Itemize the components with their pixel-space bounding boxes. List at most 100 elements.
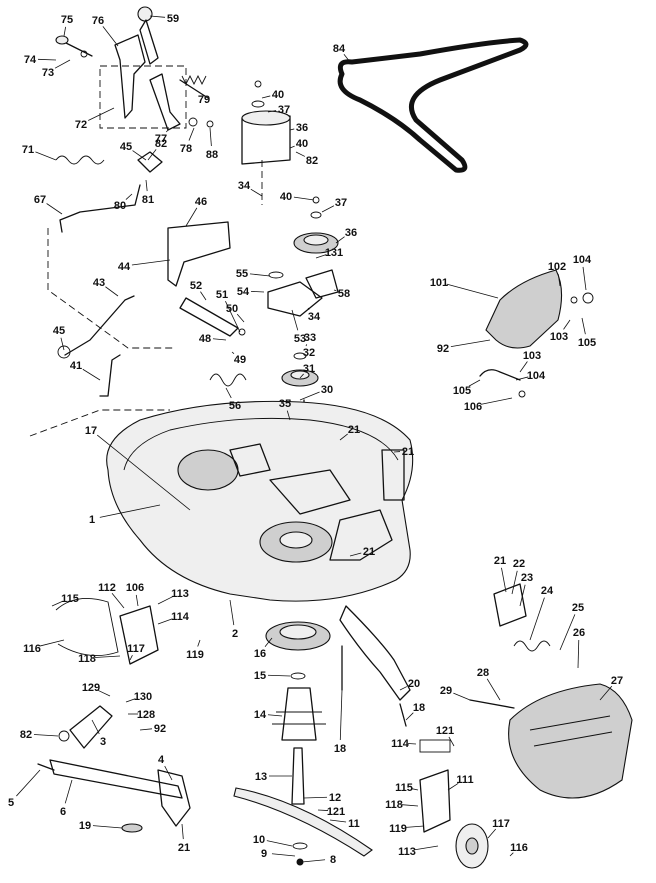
leader-line [35,151,57,161]
leader-line [286,410,291,421]
spindle-fins [272,711,326,725]
callout-label: 49 [234,354,246,366]
callout-label: 32 [303,347,315,359]
lift-knob [137,6,153,22]
rod-20 [339,605,411,701]
callout-label: 15 [254,670,266,682]
leader-line [267,674,291,677]
clip-105b [479,369,521,381]
pulley-31-hub [290,370,310,380]
leader-line [212,338,227,341]
callout-label: 77 [155,133,167,145]
callout-label: 46 [195,196,207,208]
callout-label: 82 [155,138,167,150]
plate-111 [119,605,159,665]
leader-line [236,313,245,323]
lift-bracket [114,34,146,119]
leader-line [559,614,576,651]
belt-guard-assembly [479,269,594,398]
deck-rim [123,417,399,471]
deck-guard [329,509,393,561]
callout-label: 30 [321,384,333,396]
leader-line [250,290,265,293]
leader-line [111,592,125,609]
leader-line [414,845,439,851]
anti-scalp-rod-20 [339,605,411,727]
callout-label: 92 [437,343,449,355]
leader-line [39,639,65,647]
callout-label: 119 [186,649,204,661]
callout-label: 4 [158,754,165,766]
wheel-117-left [55,597,119,657]
leader-line [54,59,71,69]
bolt-106 [518,390,526,398]
nut-105 [582,292,594,304]
callout-label: 106 [464,401,482,413]
callout-label: 6 [60,806,66,818]
washer-104 [570,296,578,304]
leader-line [249,273,271,277]
spindle-bearing [279,624,317,640]
callout-label: 50 [226,303,238,315]
callout-label: 11 [348,818,360,830]
link-41 [99,354,121,397]
callout-label: 24 [541,585,554,597]
callout-label: 53 [294,333,306,345]
callout-label: 117 [492,818,510,830]
leader-line [447,783,459,791]
plate-121 [419,739,451,753]
callout-label: 23 [521,572,533,584]
callout-label: 118 [78,653,96,665]
callout-label: 8 [330,854,336,866]
leader-line [64,779,73,804]
belt-outline [337,37,529,173]
callout-label: 31 [303,363,315,375]
leader-line [96,434,191,511]
leader-line [99,504,161,518]
leader-line [343,54,351,63]
leader-line [317,809,329,811]
leader-line [301,859,326,863]
leader-line [582,266,587,291]
callout-label: 5 [8,797,14,809]
leader-line [60,337,65,351]
leader-line [16,769,41,797]
leader-line [164,765,173,781]
leader-line [515,376,529,381]
leader-line [291,309,299,331]
leader-line [329,819,347,823]
bracket-44 [167,221,231,287]
callout-label: 18 [334,743,346,755]
callout-label: 51 [216,289,228,301]
callout-label: 17 [85,425,97,437]
callout-label: 48 [199,333,211,345]
callout-label: 82 [20,729,32,741]
pulley-top [241,110,291,126]
callout-label: 113 [398,846,416,858]
discharge-chute-27 [508,683,633,799]
leader-line [267,714,283,717]
bracket-59 [305,269,339,299]
leader-line [581,317,586,335]
bolt-19 [121,823,143,833]
callout-label: 112 [98,582,116,594]
leader-line [125,193,133,200]
callout-label: 73 [42,67,54,79]
callout-label: 19 [79,820,91,832]
leader-line [267,110,277,113]
idler-arm-55 [267,281,323,317]
leader-line [293,196,315,201]
leader-line [135,594,139,607]
leader-line [139,728,153,731]
leader-line [94,655,121,658]
lift-handle [139,19,159,65]
leader-line [519,361,528,373]
bracket-112 [419,769,451,833]
leader-line [131,259,171,266]
bracket-22 [493,583,527,627]
callout-label: 21 [494,555,506,567]
callout-label: 116 [510,842,528,854]
leader-lines [16,15,613,863]
